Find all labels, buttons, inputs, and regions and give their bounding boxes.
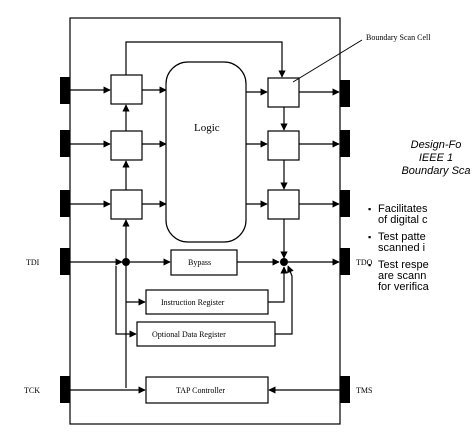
pin-left-tdi: [60, 248, 70, 275]
boundary-scan-cell: [267, 189, 300, 220]
instruction-register-label: Instruction Register: [161, 298, 225, 307]
pin-right-tdo: [340, 248, 350, 275]
boundary-scan-cell-label: Boundary Scan Cell: [366, 33, 431, 42]
bullet-icon: ▪: [368, 204, 372, 214]
tck-pin-label: TCK: [24, 386, 40, 395]
tdo-junction-dot: [280, 258, 288, 266]
cell-callout-line: [292, 39, 363, 83]
optional-data-register: [136, 321, 276, 347]
tap-controller-label: TAP Controller: [176, 386, 225, 395]
tap-controller: [145, 376, 269, 404]
logic-label: Logic: [194, 122, 220, 134]
bullet-icon: ▪: [368, 232, 372, 242]
tdo-pin-label: TDO: [356, 258, 373, 267]
boundary-scan-cell: [267, 130, 300, 161]
tdi-pin-label: TDI: [26, 258, 40, 267]
boundary-scan-cell: [110, 130, 143, 161]
bullet-icon: ▪: [368, 260, 372, 270]
bullet-item: ▪ Test patte scanned i: [368, 231, 426, 254]
side-panel-title-line: Boundary Sca: [401, 165, 471, 177]
boundary-scan-cell: [110, 74, 143, 105]
pin-right-1: [340, 80, 350, 107]
side-panel-title-line: Design-Fo: [410, 139, 462, 151]
tms-pin-label: TMS: [356, 386, 372, 395]
pin-right-2: [340, 130, 350, 157]
pin-left-tck: [60, 376, 70, 403]
logic-block: [165, 61, 247, 243]
side-panel-title: Design-Fo IEEE 1 Boundary Sca: [376, 139, 474, 178]
pin-left-2: [60, 130, 70, 157]
pin-left-1: [60, 77, 70, 104]
pin-left-3: [60, 190, 70, 217]
bypass-label: Bypass: [188, 258, 211, 267]
bullet-item: ▪ Facilitates of digital c: [368, 203, 428, 226]
side-panel-title-line: IEEE 1: [418, 152, 454, 164]
chip-outline: [69, 17, 341, 425]
bypass-register: [170, 249, 238, 276]
boundary-scan-cell: [110, 189, 143, 220]
tdi-junction-dot: [122, 258, 130, 266]
optional-data-register-label: Optional Data Register: [152, 330, 226, 339]
bullet-item: ▪ Test respe are scann for verifica: [368, 259, 429, 293]
boundary-scan-cell: [267, 77, 300, 108]
side-panel-bullets: ▪ Facilitates of digital c ▪ Test patte …: [366, 204, 474, 299]
pin-right-tms: [340, 376, 350, 403]
instruction-register: [145, 289, 269, 315]
pin-right-3: [340, 190, 350, 217]
